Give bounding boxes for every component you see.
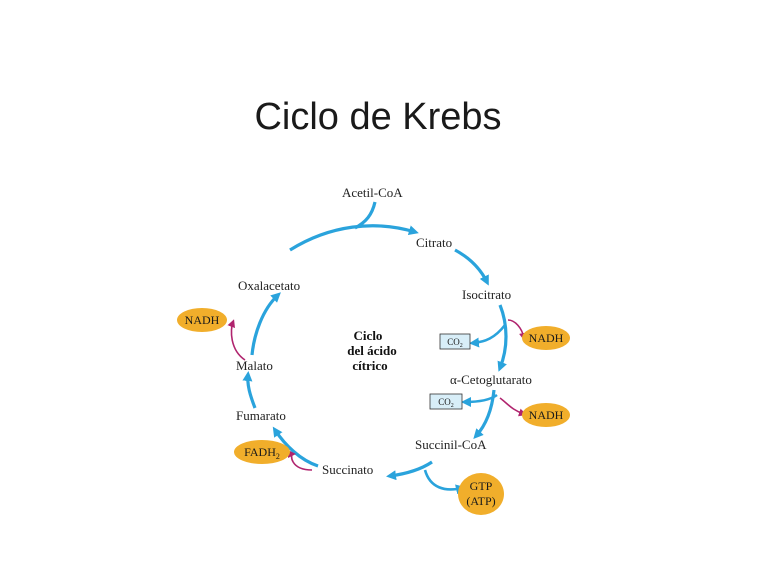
arrow-co2-1 [469,324,507,348]
svg-text:CO2: CO2 [438,397,454,409]
fadh2-badge: FADH2 [234,440,290,464]
nadh-badge-2: NADH [522,403,570,427]
svg-text:NADH: NADH [529,331,564,345]
arrow-succinilcoa-to-succinato [386,460,433,481]
arrow-nadh-malato [227,319,246,361]
svg-text:(ATP): (ATP) [466,494,495,508]
arrow-gtp [423,469,466,495]
svg-text:CO2: CO2 [447,337,463,349]
label-acetil-coa: Acetil-CoA [342,185,403,200]
label-oxalacetato: Oxalacetato [238,278,300,293]
label-succinil-coa: Succinil-CoA [415,437,487,452]
arrow-cetoglutarato-to-succinilcoa [473,389,496,439]
arrow-co2-2 [461,393,498,407]
center-label-line-3: cítrico [352,358,387,373]
arrow-fadh2 [287,450,313,471]
arrow-acetil-entry [354,201,377,230]
svg-text:NADH: NADH [185,313,220,327]
arrow-citrato-to-isocitrato [454,248,489,286]
center-label-line-2: del ácido [347,343,396,358]
co2-box-2: CO2 [429,393,463,410]
label-isocitrato: Isocitrato [462,287,511,302]
gtp-atp-badge: GTP (ATP) [458,473,504,515]
svg-text:GTP: GTP [470,479,493,493]
label-fumarato: Fumarato [236,408,286,423]
arrow-acetil-to-citrato [289,224,419,252]
svg-text:FADH2: FADH2 [244,445,280,461]
co2-box-1: CO2 [439,333,471,350]
arrow-nadh-1 [507,319,527,341]
center-label-line-1: Ciclo [354,328,383,343]
label-cetoglutarato: α-Cetoglutarato [450,372,532,387]
label-succinato: Succinato [322,462,373,477]
label-citrato: Citrato [416,235,452,250]
slide-title: Ciclo de Krebs [254,96,502,138]
svg-text:NADH: NADH [529,408,564,422]
arrow-fumarato-to-malato [242,371,257,409]
nadh-badge-3: NADH [177,308,227,332]
arrow-nadh-2 [499,397,527,417]
arrow-isocitrato-to-cetoglutarato [497,304,508,372]
arrow-malato-to-oxalacetato [250,292,281,356]
label-malato: Malato [236,358,273,373]
nadh-badge-1: NADH [522,326,570,350]
